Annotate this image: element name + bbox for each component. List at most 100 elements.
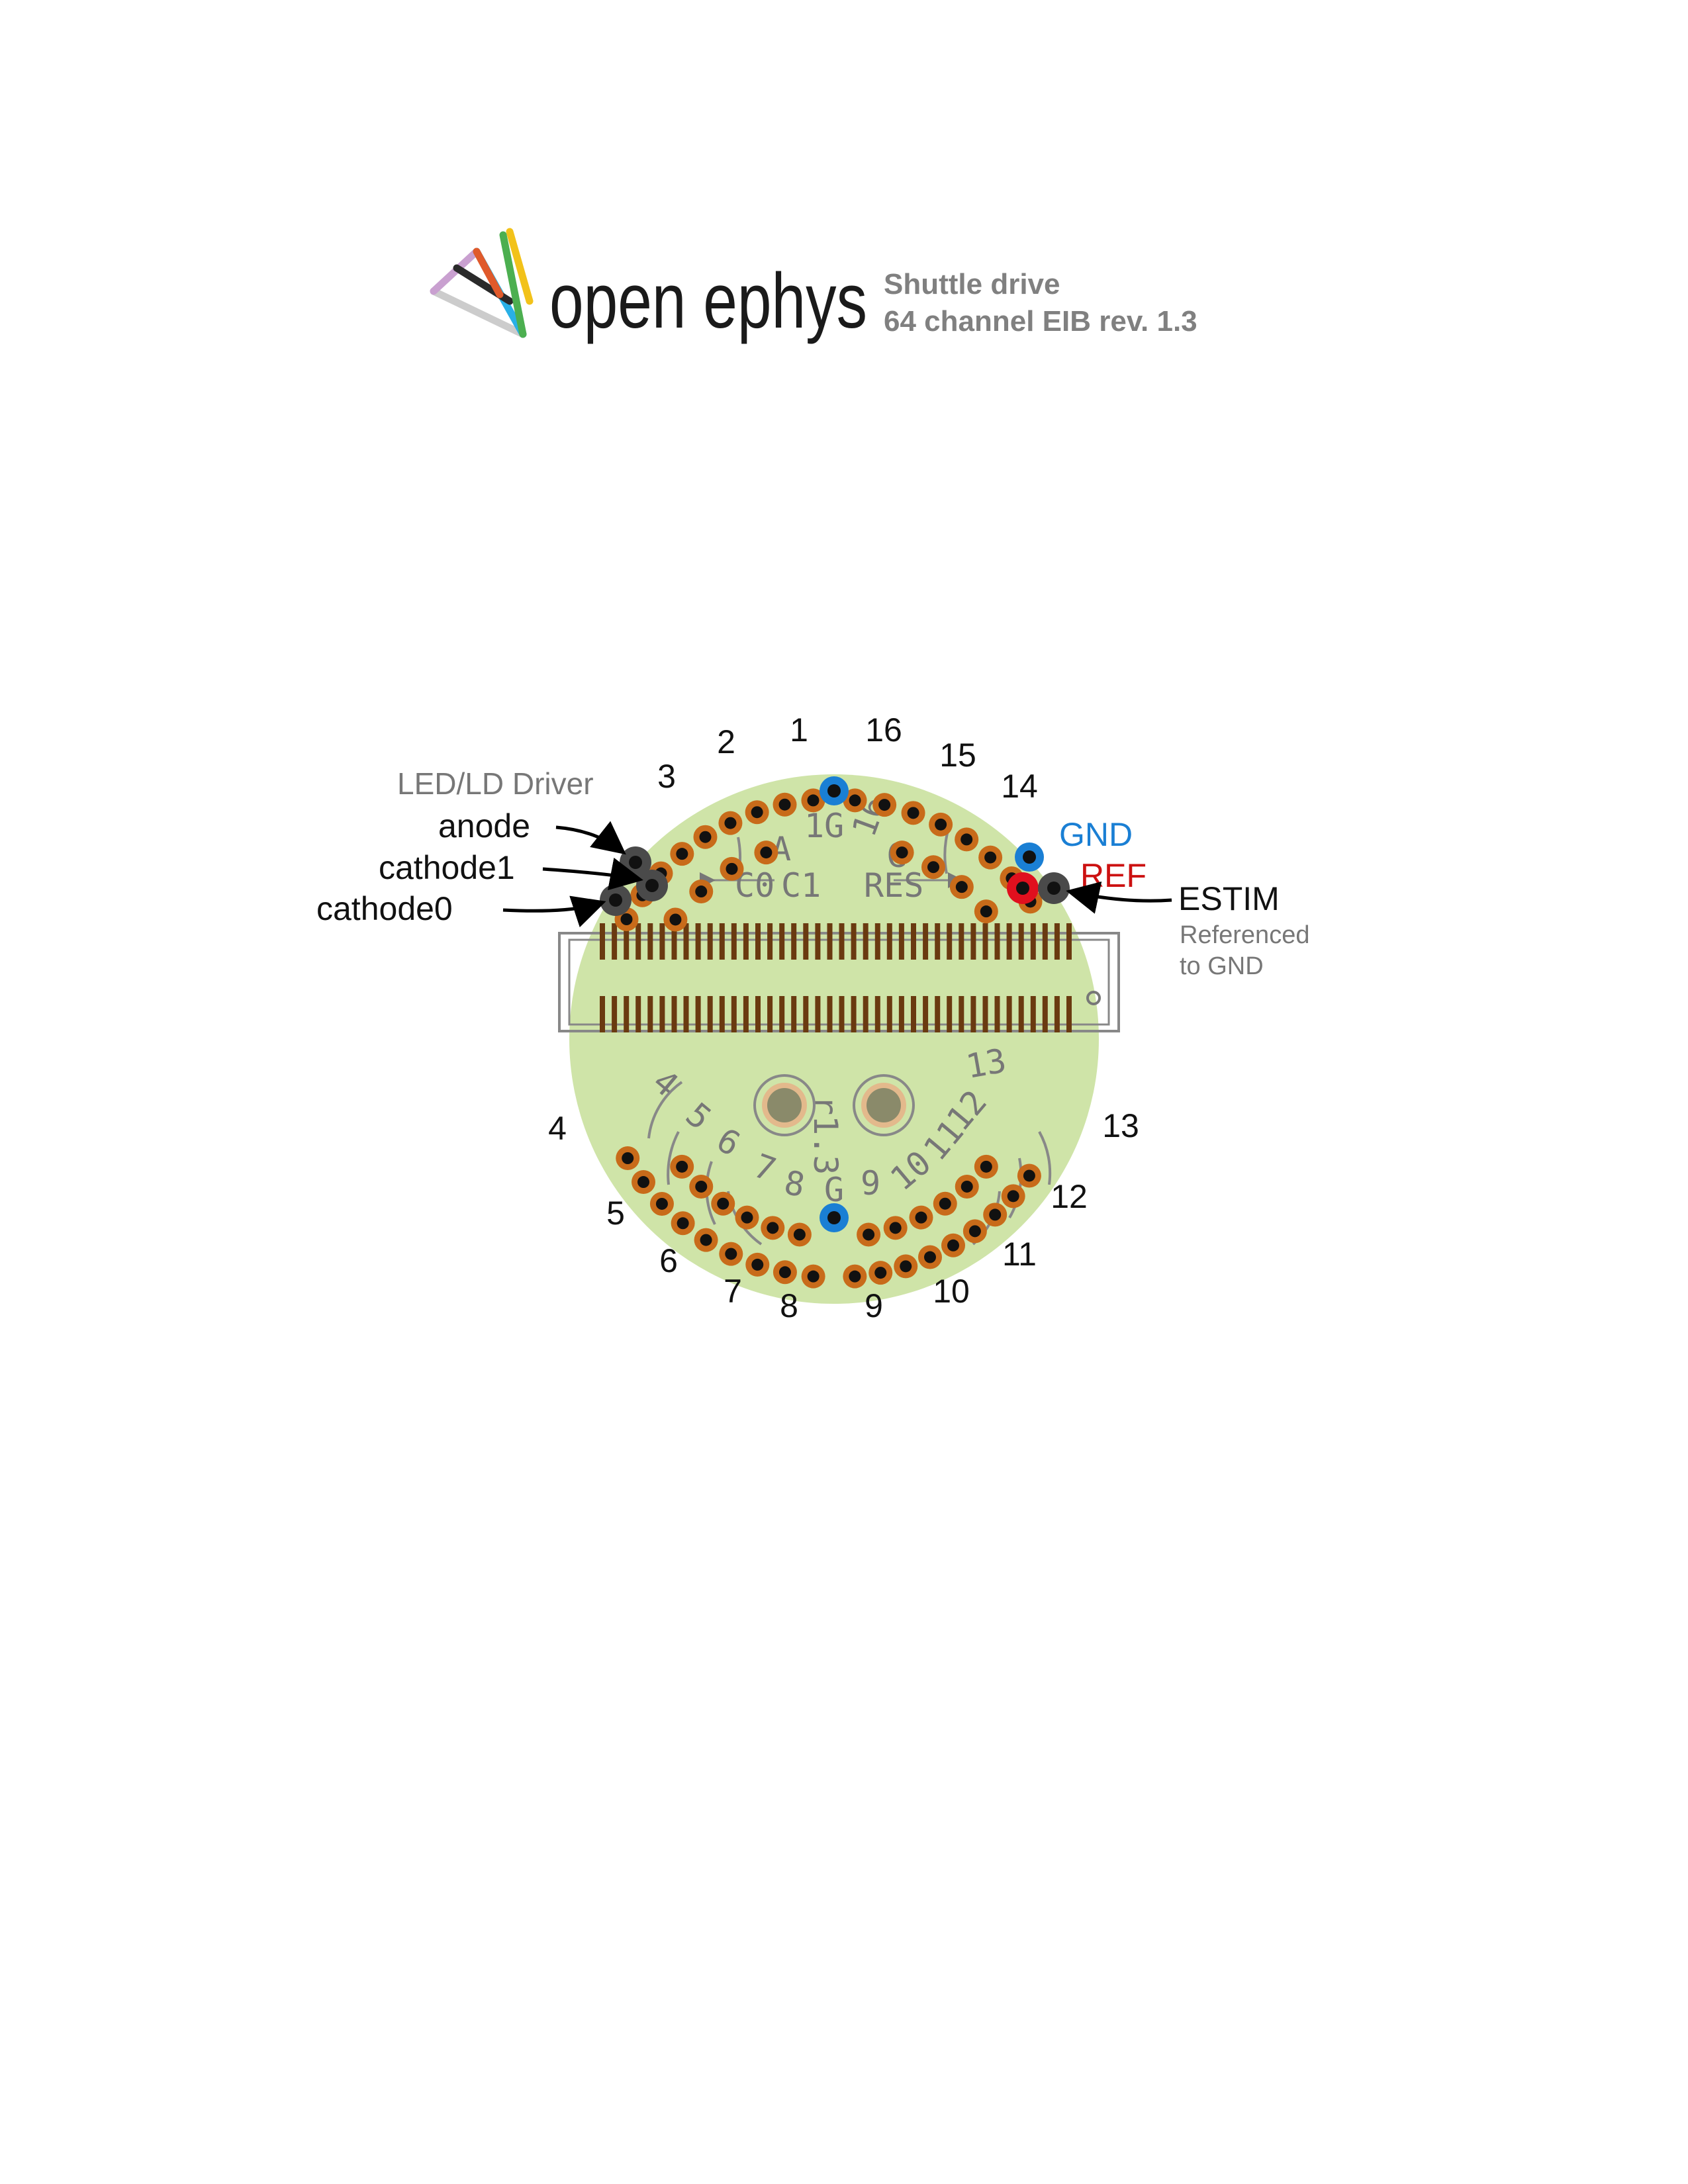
connector-pin-top-15 — [767, 923, 773, 960]
connector-pin-top-37 — [1030, 923, 1036, 960]
connector-pin-top-30 — [947, 923, 953, 960]
silk-revision: r1.3 — [806, 1095, 845, 1175]
pad-bottom-right-outer-9 — [843, 1264, 867, 1289]
connector-pin-top-17 — [791, 923, 797, 960]
connector-pin-bottom-5 — [647, 996, 653, 1032]
connector-pin-top-27 — [911, 923, 916, 960]
pad-top-left-outer-5 — [693, 825, 718, 849]
connector-pin-bottom-14 — [755, 996, 761, 1032]
pad-top-right-outer-6 — [978, 845, 1003, 870]
connector-pin-bottom-27 — [911, 996, 916, 1032]
mounting-hole-right — [853, 1074, 915, 1136]
connector-pin-top-25 — [886, 923, 892, 960]
tetrode-label-16: 16 — [865, 711, 902, 749]
connector-pin-bottom-38 — [1042, 996, 1048, 1032]
connector-pin-top-35 — [1006, 923, 1012, 960]
tetrode-label-2: 2 — [717, 723, 735, 760]
pad-top-right-outer-2 — [872, 793, 897, 817]
pad-bottom-left-inner-3 — [735, 1205, 759, 1230]
pad-bottom-right-outer-1 — [1017, 1163, 1041, 1188]
connector-pin-top-40 — [1066, 923, 1072, 960]
cathode1-label: cathode1 — [379, 849, 515, 886]
pad-top-right-inner-1 — [890, 841, 914, 865]
connector-pin-top-10 — [707, 923, 713, 960]
led-driver-title: LED/LD Driver — [397, 766, 594, 801]
pad-bottom-left-inner-5 — [689, 1174, 714, 1199]
connector-pin-top-28 — [923, 923, 929, 960]
pad-top-right-inner-3 — [949, 875, 974, 899]
pad-bottom-right-outer-2 — [1001, 1184, 1025, 1208]
connector-pin-bottom-34 — [994, 996, 1000, 1032]
pad-bottom-right-inner-4 — [909, 1205, 933, 1230]
tetrode-label-9: 9 — [865, 1287, 883, 1324]
pad-top-right-outer-4 — [929, 812, 953, 837]
board-outline — [569, 774, 1099, 1304]
connector-pin-bottom-1 — [600, 996, 605, 1032]
silk-13: 13 — [963, 1041, 1009, 1086]
pad-bottom-left-inner-6 — [670, 1154, 694, 1179]
pad-bottom-right-inner-1 — [974, 1154, 998, 1179]
connector-pin-top-33 — [982, 923, 988, 960]
connector-pin-bottom-8 — [683, 996, 689, 1032]
connector-pin-top-13 — [743, 923, 749, 960]
subtitle-line1: Shuttle drive — [884, 268, 1060, 300]
pad-top-left-inner-1 — [663, 907, 688, 932]
gnd-label: GND — [1059, 816, 1133, 853]
pad-bottom-left-inner-2 — [761, 1216, 785, 1240]
connector-pin-top-1 — [600, 923, 605, 960]
connector-pin-bottom-29 — [935, 996, 941, 1032]
estim-note-line1: Referenced — [1180, 921, 1309, 949]
connector-pin-top-6 — [659, 923, 665, 960]
tetrode-label-6: 6 — [659, 1242, 678, 1279]
pad-bottom-left-outer-3 — [745, 1252, 770, 1277]
estim-label: ESTIM — [1178, 880, 1280, 917]
connector-pin-bottom-21 — [839, 996, 845, 1032]
tetrode-label-3: 3 — [657, 758, 676, 795]
pad-bottom-right-outer-7 — [894, 1254, 918, 1279]
connector-pin-bottom-23 — [863, 996, 868, 1032]
connector-pin-bottom-37 — [1030, 996, 1036, 1032]
connector-pin-bottom-3 — [624, 996, 630, 1032]
pad-bottom-right-outer-3 — [983, 1203, 1008, 1227]
connector-pin-top-12 — [731, 923, 737, 960]
connector-pin-top-5 — [647, 923, 653, 960]
connector-pin-bottom-28 — [923, 996, 929, 1032]
tetrode-label-1: 1 — [790, 711, 808, 749]
connector-pin-top-31 — [959, 923, 964, 960]
connector-pin-bottom-30 — [947, 996, 953, 1032]
estim-arrow — [1066, 881, 1172, 914]
brand-name: open ephys — [549, 257, 867, 345]
connector-pin-bottom-35 — [1006, 996, 1012, 1032]
connector-pin-top-19 — [815, 923, 821, 960]
tetrode-label-13: 13 — [1102, 1107, 1139, 1144]
silk-res: RES — [864, 866, 923, 905]
connector-pin-bottom-17 — [791, 996, 797, 1032]
connector-pin-top-18 — [803, 923, 809, 960]
pad-bottom-left-outer-6 — [671, 1211, 695, 1236]
silk-1g: 1G — [804, 807, 844, 845]
eib-board: A 1G 16 G C0 C1 RES 4 5 6 7 8 G 9 10 11 … — [558, 774, 1120, 1304]
connector-pin-bottom-13 — [743, 996, 749, 1032]
connector-pin-top-9 — [695, 923, 701, 960]
pad-bottom-left-outer-8 — [632, 1170, 656, 1195]
connector-pin-top-22 — [851, 923, 857, 960]
connector-pin-top-32 — [970, 923, 976, 960]
connector-pin-top-20 — [827, 923, 833, 960]
pad-bottom-left-outer-2 — [773, 1260, 797, 1285]
connector-pin-top-23 — [863, 923, 868, 960]
ref-label: REF — [1080, 857, 1147, 894]
pad-top-left-inner-4 — [754, 841, 778, 865]
connector-pin-top-8 — [683, 923, 689, 960]
tetrode-label-15: 15 — [939, 737, 976, 774]
cathode0-pad — [600, 884, 632, 916]
connector-pin-bottom-15 — [767, 996, 773, 1032]
cathode0-arrow — [502, 895, 606, 928]
connector-pin1-marker-icon — [1086, 991, 1101, 1005]
connector-pin-bottom-36 — [1018, 996, 1024, 1032]
cathode1-arrow — [542, 857, 643, 891]
tetrode-label-14: 14 — [1001, 768, 1038, 805]
connector-pin-top-3 — [624, 923, 630, 960]
pad-bottom-right-inner-3 — [933, 1191, 957, 1216]
pad-top-left-outer-7 — [745, 800, 769, 825]
gnd-pad-right — [1015, 842, 1044, 872]
